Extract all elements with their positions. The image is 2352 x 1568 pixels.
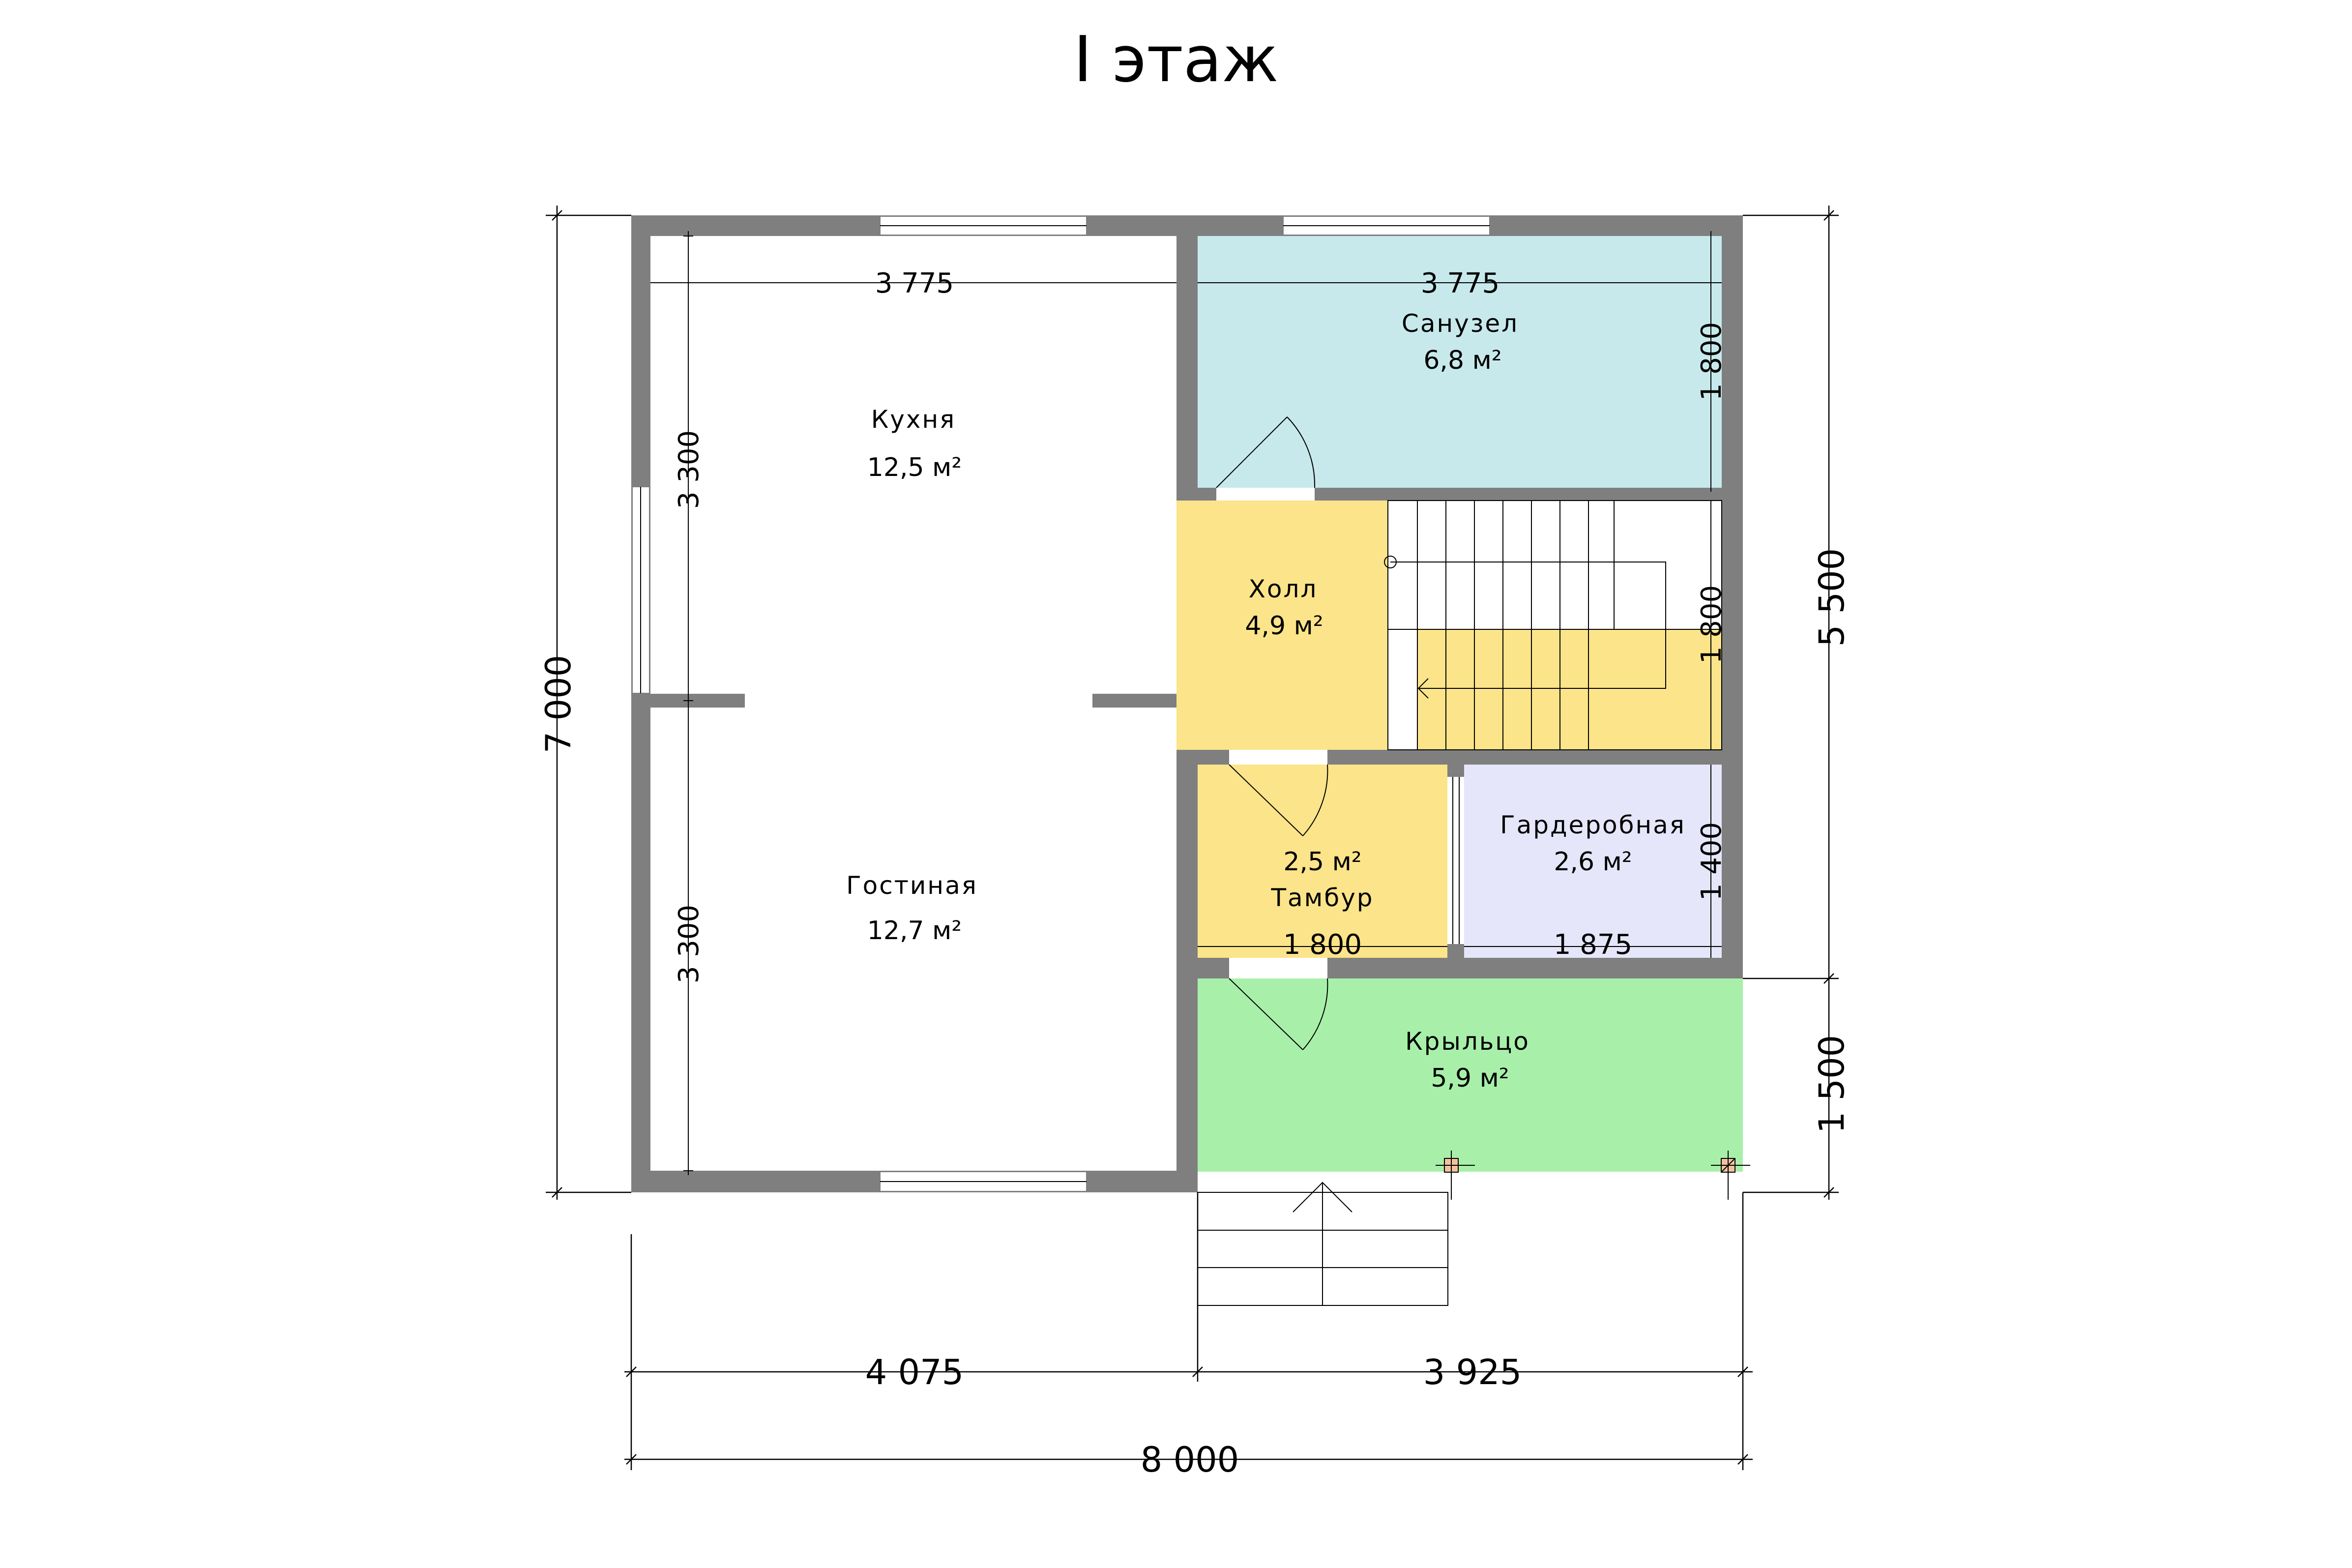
dim-right-upper: 5 500 bbox=[1812, 548, 1852, 647]
stair-lower-white bbox=[1388, 629, 1417, 750]
dim-garderob-height: 1 400 bbox=[1696, 822, 1728, 901]
room-name-kryltso: Крыльцо bbox=[1405, 1027, 1530, 1056]
room-area-kuhnya: 12,5 м² bbox=[867, 453, 962, 482]
wall-right-outer bbox=[1722, 215, 1743, 978]
room-area-kryltso: 5,9 м² bbox=[1431, 1064, 1509, 1093]
staircase bbox=[1384, 500, 1722, 750]
door-opening-sanuzel bbox=[1216, 488, 1315, 501]
dim-bottom-right: 3 925 bbox=[1423, 1352, 1522, 1392]
dim-holl-height: 1 800 bbox=[1696, 585, 1728, 664]
dim-sanuzel-width: 3 775 bbox=[1421, 267, 1499, 299]
windows bbox=[632, 216, 1490, 1192]
dimension-lines bbox=[546, 206, 1839, 1470]
porch-posts bbox=[1436, 1151, 1750, 1200]
room-area-sanuzel: 6,8 м² bbox=[1423, 346, 1501, 375]
dim-right-lower: 1 500 bbox=[1812, 1035, 1852, 1133]
room-name-gostinaya: Гостиная bbox=[846, 871, 978, 900]
room-area-gostinaya: 12,7 м² bbox=[867, 916, 962, 946]
room-name-tambur: Тамбур bbox=[1270, 884, 1374, 912]
wall-left-outer bbox=[631, 215, 650, 1192]
living-room-fill bbox=[650, 701, 1176, 1171]
room-area-garderob: 2,6 м² bbox=[1554, 847, 1632, 877]
room-area-tambur: 2,5 м² bbox=[1283, 847, 1361, 877]
room-name-kuhnya: Кухня bbox=[871, 405, 956, 434]
sanuzel-fill bbox=[1198, 236, 1722, 488]
door-opening-garderob bbox=[1447, 777, 1464, 944]
dim-garderob-width: 1 875 bbox=[1554, 929, 1632, 961]
tambur-fill bbox=[1198, 765, 1447, 958]
entry-steps bbox=[1197, 1182, 1448, 1306]
dim-living-height: 3 300 bbox=[673, 905, 705, 983]
stair-landing-white bbox=[1388, 501, 1722, 629]
dim-overall-width: 8 000 bbox=[1141, 1440, 1239, 1480]
door-sanuzel bbox=[1216, 416, 1316, 488]
room-name-holl: Холл bbox=[1249, 575, 1318, 603]
dim-kitchen-height: 3 300 bbox=[673, 430, 705, 509]
door-opening-holl-fill bbox=[1176, 501, 1198, 750]
door-tambur bbox=[1229, 764, 1328, 836]
door-opening-tambur bbox=[1229, 750, 1327, 765]
kitchen-fill bbox=[650, 236, 1176, 701]
partition-stub-right bbox=[1092, 694, 1176, 708]
dim-kitchen-width: 3 775 bbox=[875, 267, 954, 299]
door-garderob bbox=[1452, 777, 1460, 944]
dim-overall-height: 7 000 bbox=[538, 655, 579, 753]
wall-center-upper bbox=[1176, 236, 1198, 501]
garderob-fill bbox=[1464, 765, 1722, 958]
kryltso-fill bbox=[1198, 978, 1743, 1172]
internal-dimension-lines bbox=[650, 231, 1722, 1175]
dim-bottom-left: 4 075 bbox=[865, 1352, 964, 1392]
room-name-garderob: Гардеробная bbox=[1500, 811, 1686, 839]
dim-tambur-width: 1 800 bbox=[1283, 929, 1362, 961]
door-entrance bbox=[1229, 978, 1328, 1050]
dim-sanuzel-height: 1 800 bbox=[1696, 322, 1728, 401]
wall-top-outer bbox=[631, 215, 1743, 236]
door-opening-entrance bbox=[1229, 958, 1327, 978]
partition-stub-left bbox=[650, 694, 745, 708]
room-name-sanuzel: Санузел bbox=[1402, 309, 1519, 338]
room-area-holl: 4,9 м² bbox=[1245, 611, 1323, 641]
plan-title: I этаж bbox=[1074, 23, 1279, 96]
